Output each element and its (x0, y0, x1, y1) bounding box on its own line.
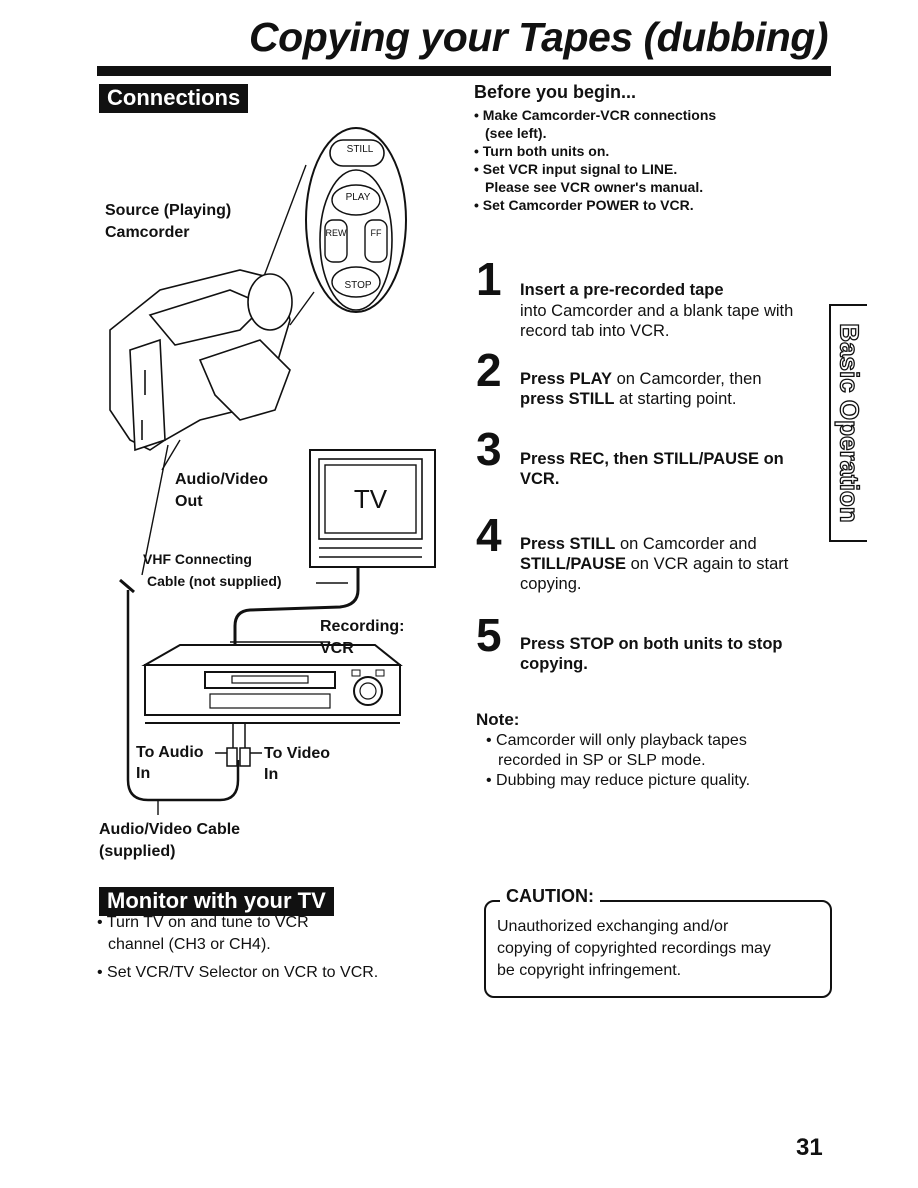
before-you-begin-heading: Before you begin... (474, 82, 637, 102)
page-title: Copying your Tapes (dubbing) (249, 14, 828, 60)
source-label-line1: Source (Playing) (105, 202, 232, 219)
step-text: copying. (520, 655, 588, 673)
step-text: Press REC, then STILL/PAUSE on (520, 450, 784, 468)
step-number: 1 (476, 253, 502, 305)
before-item: • Set Camcorder POWER to VCR. (474, 197, 694, 213)
connections-heading: Connections (99, 84, 249, 113)
remote-play-button-label: PLAY (345, 192, 371, 203)
caution-line: copying of copyrighted recordings may (497, 940, 771, 957)
step-text: Insert a pre-recorded tape (520, 281, 724, 299)
note-heading: Note: (476, 710, 520, 729)
vcr-illustration (141, 644, 403, 724)
caution-box (484, 900, 832, 998)
before-item: • Make Camcorder-VCR connections (474, 107, 717, 123)
caution-heading: CAUTION: (500, 886, 600, 907)
rca-plugs (215, 723, 262, 767)
step-text: copying. (520, 575, 582, 593)
step-text: VCR. (520, 470, 560, 488)
step-text: into Camcorder and a blank tape with (520, 302, 794, 320)
note-item: • Dubbing may reduce picture quality. (486, 772, 751, 789)
before-item: (see left). (485, 125, 547, 141)
step-text: record tab into VCR. (520, 322, 670, 340)
step-text: press STILL at starting point. (520, 390, 737, 408)
av-out-label-line2: Out (175, 493, 203, 510)
step-number: 3 (476, 423, 502, 475)
page-number: 31 (796, 1134, 823, 1161)
caution-line: Unauthorized exchanging and/or (497, 918, 729, 935)
before-item: • Set VCR input signal to LINE. (474, 161, 678, 177)
remote-rew-button-label: REW (325, 228, 347, 238)
note-item: recorded in SP or SLP mode. (498, 752, 706, 769)
camcorder-illustration (109, 269, 293, 452)
recording-label-line1: Recording: (320, 618, 405, 635)
section-side-tab: Basic Operation (829, 304, 867, 542)
step-text: Press STOP on both units to stop (520, 635, 783, 653)
before-item: Please see VCR owner's manual. (485, 179, 704, 195)
caution-line: be copyright infringement. (497, 962, 682, 979)
step-number: 4 (476, 509, 502, 561)
step-number: 2 (476, 344, 502, 396)
side-tab-label: Basic Operation (834, 323, 865, 524)
to-video-label-line1: To Video (264, 745, 331, 762)
connection-diagram (109, 127, 436, 815)
monitor-heading: Monitor with your TV (99, 887, 334, 916)
to-audio-label-line1: To Audio (136, 744, 204, 761)
tv-illustration (309, 449, 436, 568)
remote-stop-button-label: STOP (344, 280, 372, 291)
source-label-line2: Camcorder (105, 224, 190, 241)
monitor-item: • Set VCR/TV Selector on VCR to VCR. (97, 964, 379, 981)
before-item: • Turn both units on. (474, 143, 610, 159)
note-item: • Camcorder will only playback tapes (486, 732, 747, 749)
monitor-item: channel (CH3 or CH4). (108, 936, 271, 953)
step-text: Press STILL on Camcorder and (520, 535, 757, 553)
vhf-label-line1: VHF Connecting (143, 551, 252, 567)
step-text: Press PLAY on Camcorder, then (520, 370, 762, 388)
title-rule (97, 66, 831, 76)
tv-screen-label: TV (353, 484, 388, 514)
step-number: 5 (476, 609, 502, 661)
cable-label-line2: (supplied) (99, 843, 176, 860)
vhf-label-line2: Cable (not supplied) (147, 573, 282, 589)
av-out-label-line1: Audio/Video (175, 471, 269, 488)
remote-ff-button-label: FF (370, 228, 382, 238)
recording-label-line2: VCR (320, 640, 354, 657)
remote-still-button-label: STILL (346, 144, 374, 155)
monitor-item: • Turn TV on and tune to VCR (97, 914, 309, 931)
to-video-label-line2: In (264, 766, 279, 783)
to-audio-label-line2: In (136, 765, 151, 782)
step-text: STILL/PAUSE on VCR again to start (520, 555, 789, 573)
remote-control-illustration (254, 127, 407, 326)
cable-label-line1: Audio/Video Cable (99, 821, 241, 838)
